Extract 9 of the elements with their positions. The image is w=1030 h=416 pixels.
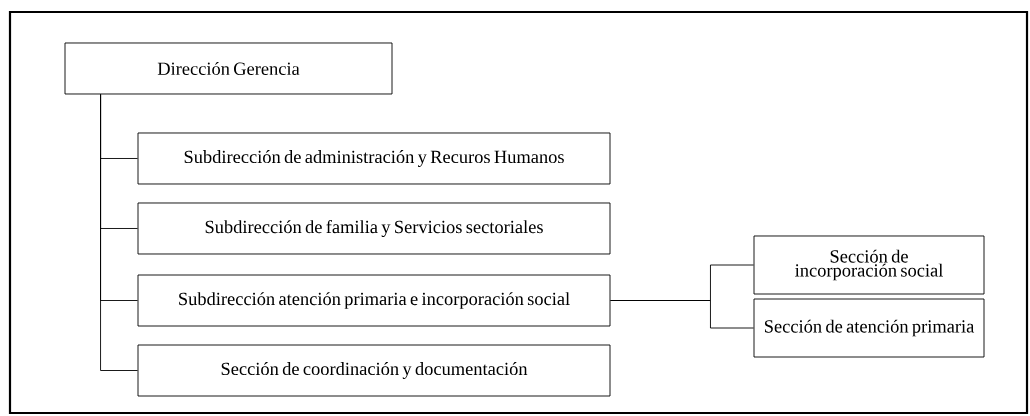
connector-line [610,300,754,329]
connector-line [100,94,138,371]
org-box: Subdirección de familia y Servicios sectoriales [137,202,611,255]
org-box: Sección de coordinación y documentación [137,344,611,397]
org-box: Subdirección de administración y Recuros Humanos [137,132,611,185]
org-box: Sección de incorporación social [753,235,985,295]
org-box: Subdirección atención primaria e incorporación social [137,274,611,327]
org-box: Sección de atención primaria [753,298,985,358]
org-box: Dirección Gerencia [64,42,393,95]
